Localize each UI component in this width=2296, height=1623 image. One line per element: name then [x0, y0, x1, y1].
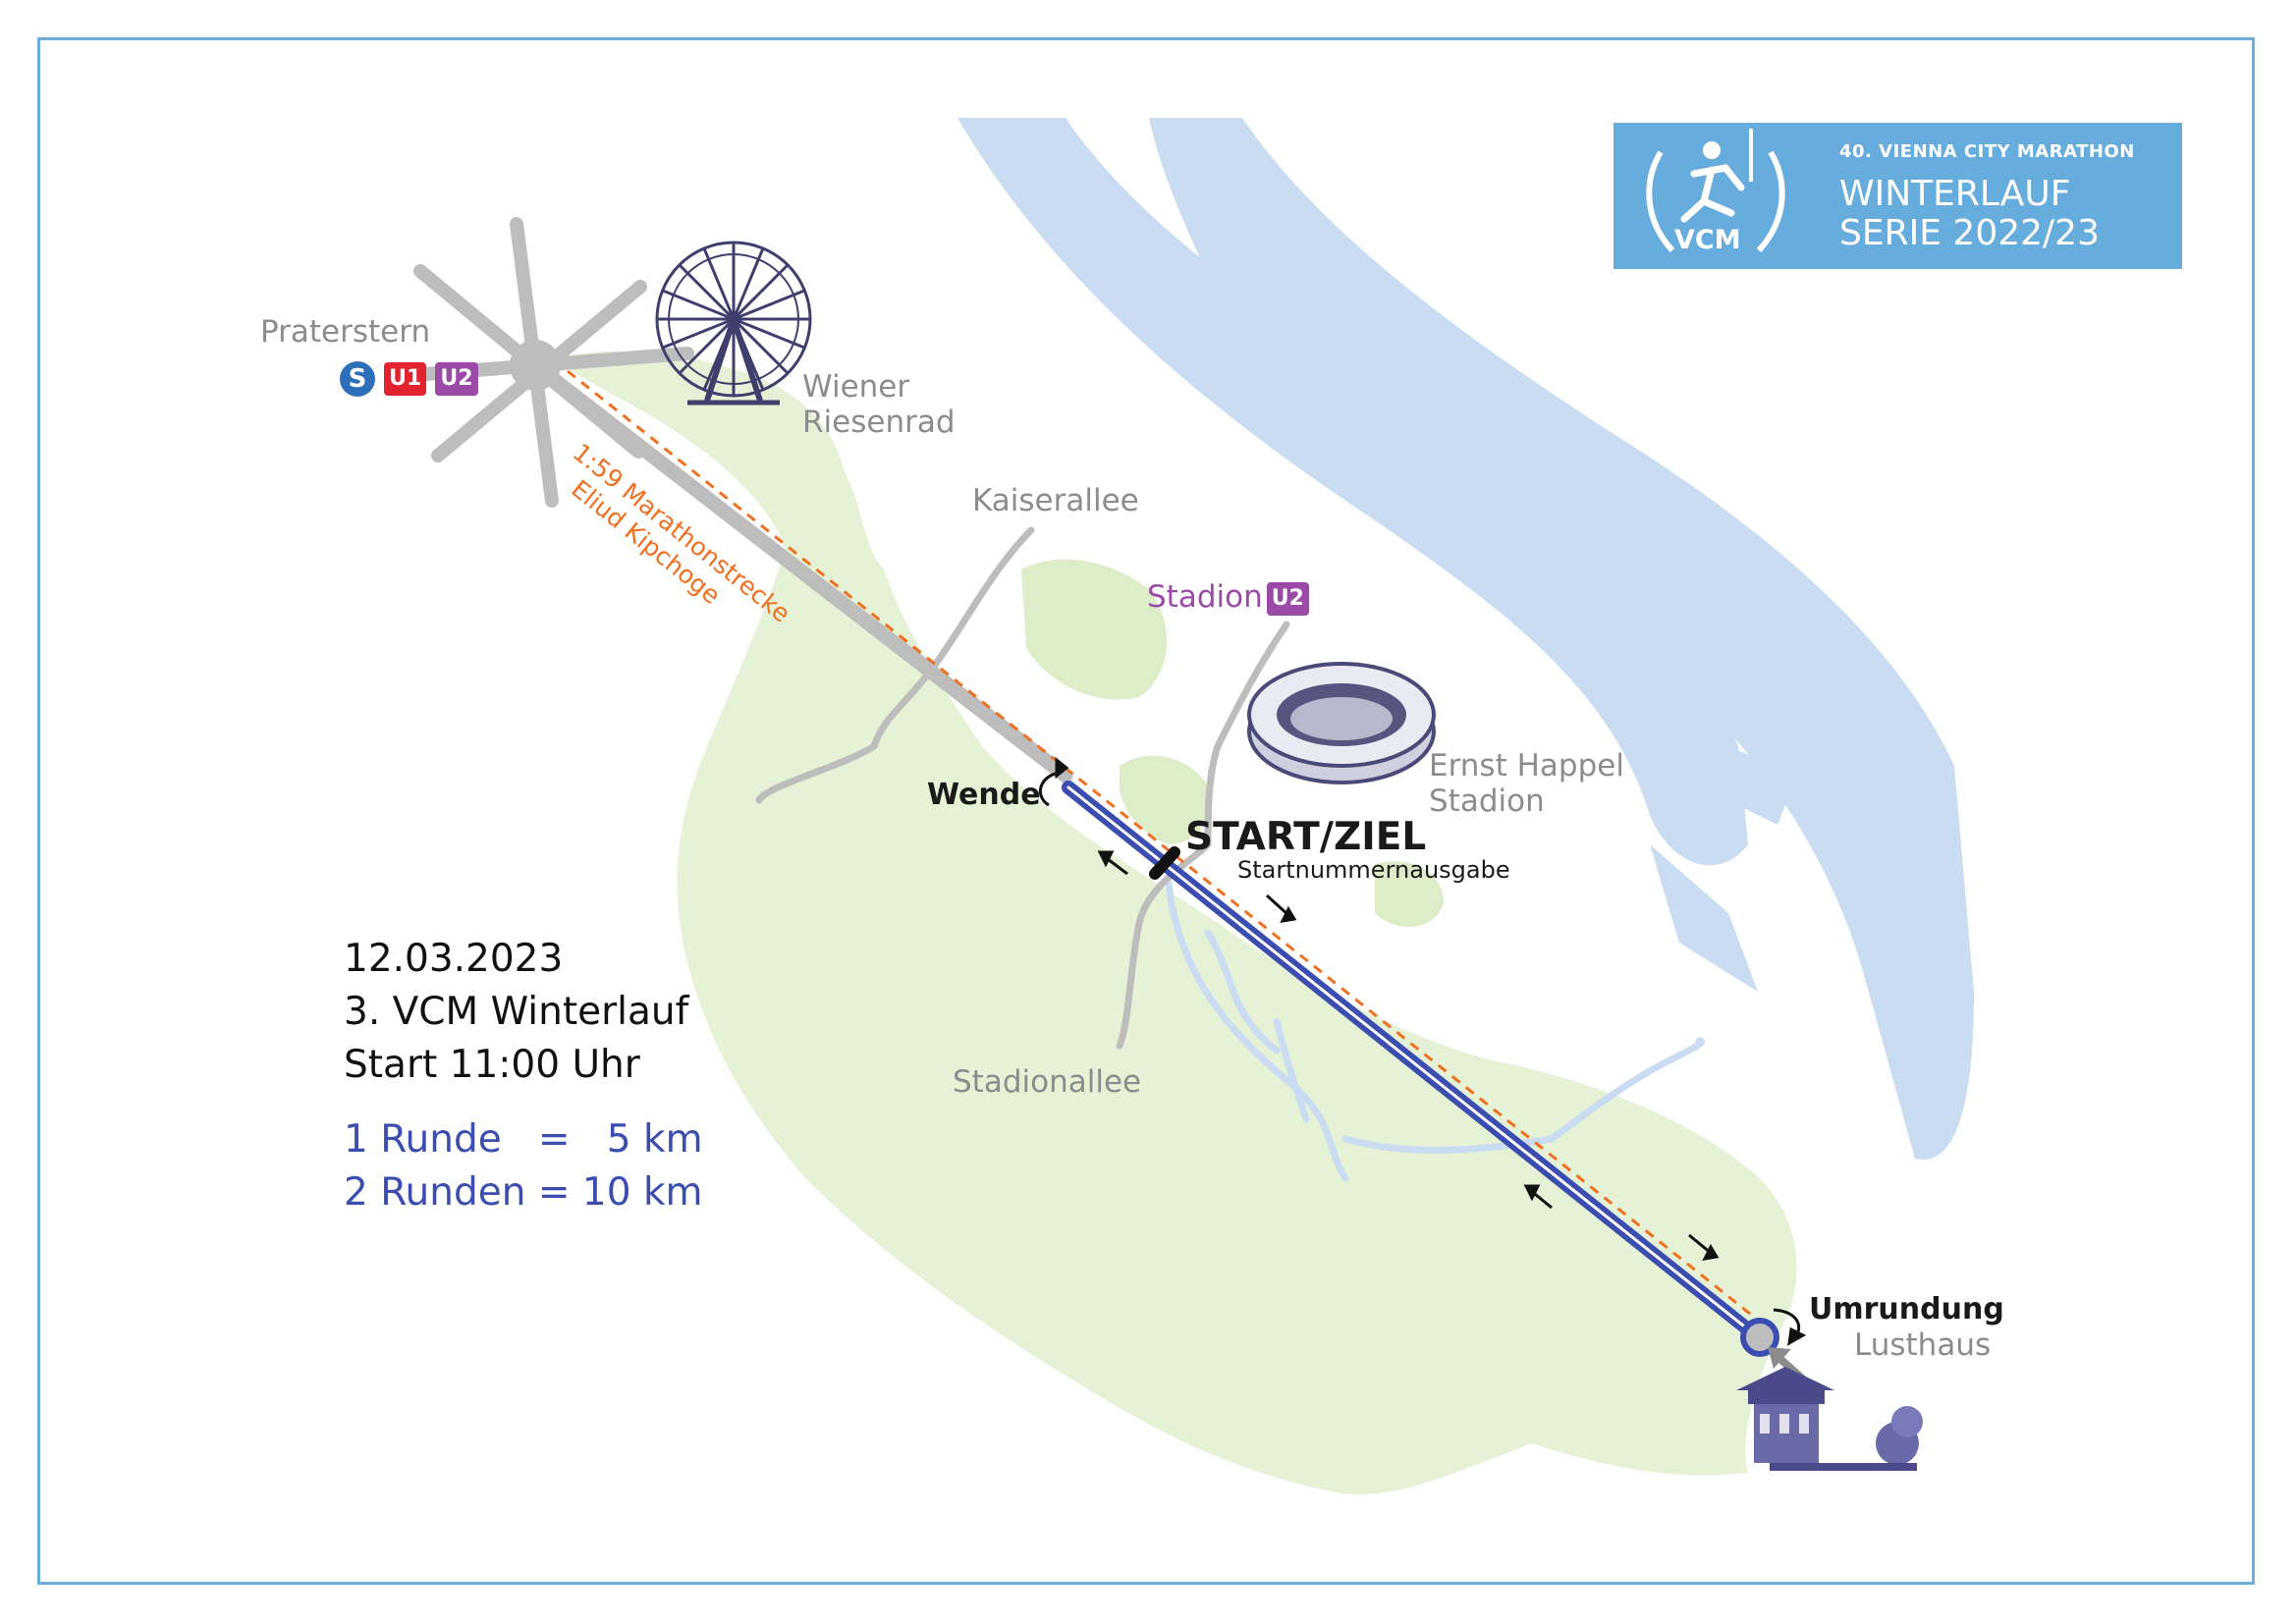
logo-line3: SERIE 2022/23	[1839, 213, 2100, 253]
laps-2: 2 Runden = 10 km	[344, 1170, 703, 1215]
marathon-route-line	[567, 369, 1761, 1324]
event-date: 12.03.2023	[344, 937, 564, 981]
label-start-ziel: START/ZIEL	[1185, 815, 1427, 859]
s-bahn-badge: S	[340, 361, 375, 397]
prater-creeks	[1165, 880, 1705, 1182]
stadion-text: Stadion	[1147, 579, 1263, 615]
direction-arrow-icon	[1039, 756, 1807, 1346]
label-ernst-happel-1: Ernst Happel	[1429, 748, 1624, 784]
label-wende: Wende	[927, 778, 1041, 812]
ferris-wheel-icon	[655, 241, 812, 406]
stadium-icon	[1247, 662, 1436, 784]
lusthaus-icon	[1736, 1367, 1923, 1471]
logo-line1: 40. VIENNA CITY MARATHON	[1839, 141, 2135, 162]
laps-1: 1 Runde = 5 km	[344, 1117, 703, 1162]
label-startnummernausgabe: Startnummernausgabe	[1237, 856, 1510, 884]
u2-badge: U2	[435, 362, 478, 396]
danube-river	[957, 118, 1974, 1161]
transit-badges-praterstern: S U1 U2	[340, 361, 478, 397]
start-finish-marker	[1149, 846, 1180, 880]
u2-badge-stadion: U2	[1266, 581, 1309, 616]
label-riesenrad-1: Wiener	[802, 369, 910, 405]
label-lusthaus: Lusthaus	[1854, 1327, 1992, 1363]
lusthaus-roundabout	[1740, 1318, 1779, 1357]
label-kaiserallee: Kaiserallee	[972, 483, 1139, 518]
event-info: 12.03.2023 3. VCM Winterlauf Start 11:00…	[344, 933, 703, 1219]
label-riesenrad-2: Riesenrad	[802, 405, 956, 440]
laurel-runner-icon	[1646, 129, 1785, 253]
park-meadows	[1021, 559, 1444, 927]
u1-badge: U1	[384, 362, 427, 396]
label-praterstern: Praterstern	[260, 314, 431, 350]
logo-line2: WINTERLAUF	[1839, 174, 2071, 214]
label-ernst-happel-2: Stadion	[1429, 784, 1545, 819]
label-stadionallee: Stadionallee	[953, 1064, 1142, 1100]
race-course	[1062, 781, 1765, 1344]
label-umrundung: Umrundung	[1809, 1292, 2004, 1326]
event-start: Start 11:00 Uhr	[344, 1043, 640, 1087]
logo-mark: VCM	[1674, 225, 1741, 255]
event-name: 3. VCM Winterlauf	[344, 990, 689, 1034]
map-frame	[37, 37, 2255, 1585]
praterstern-roundabout	[510, 340, 561, 391]
vcm-logo: VCM 40. VIENNA CITY MARATHON WINTERLAUF …	[1613, 123, 2182, 269]
